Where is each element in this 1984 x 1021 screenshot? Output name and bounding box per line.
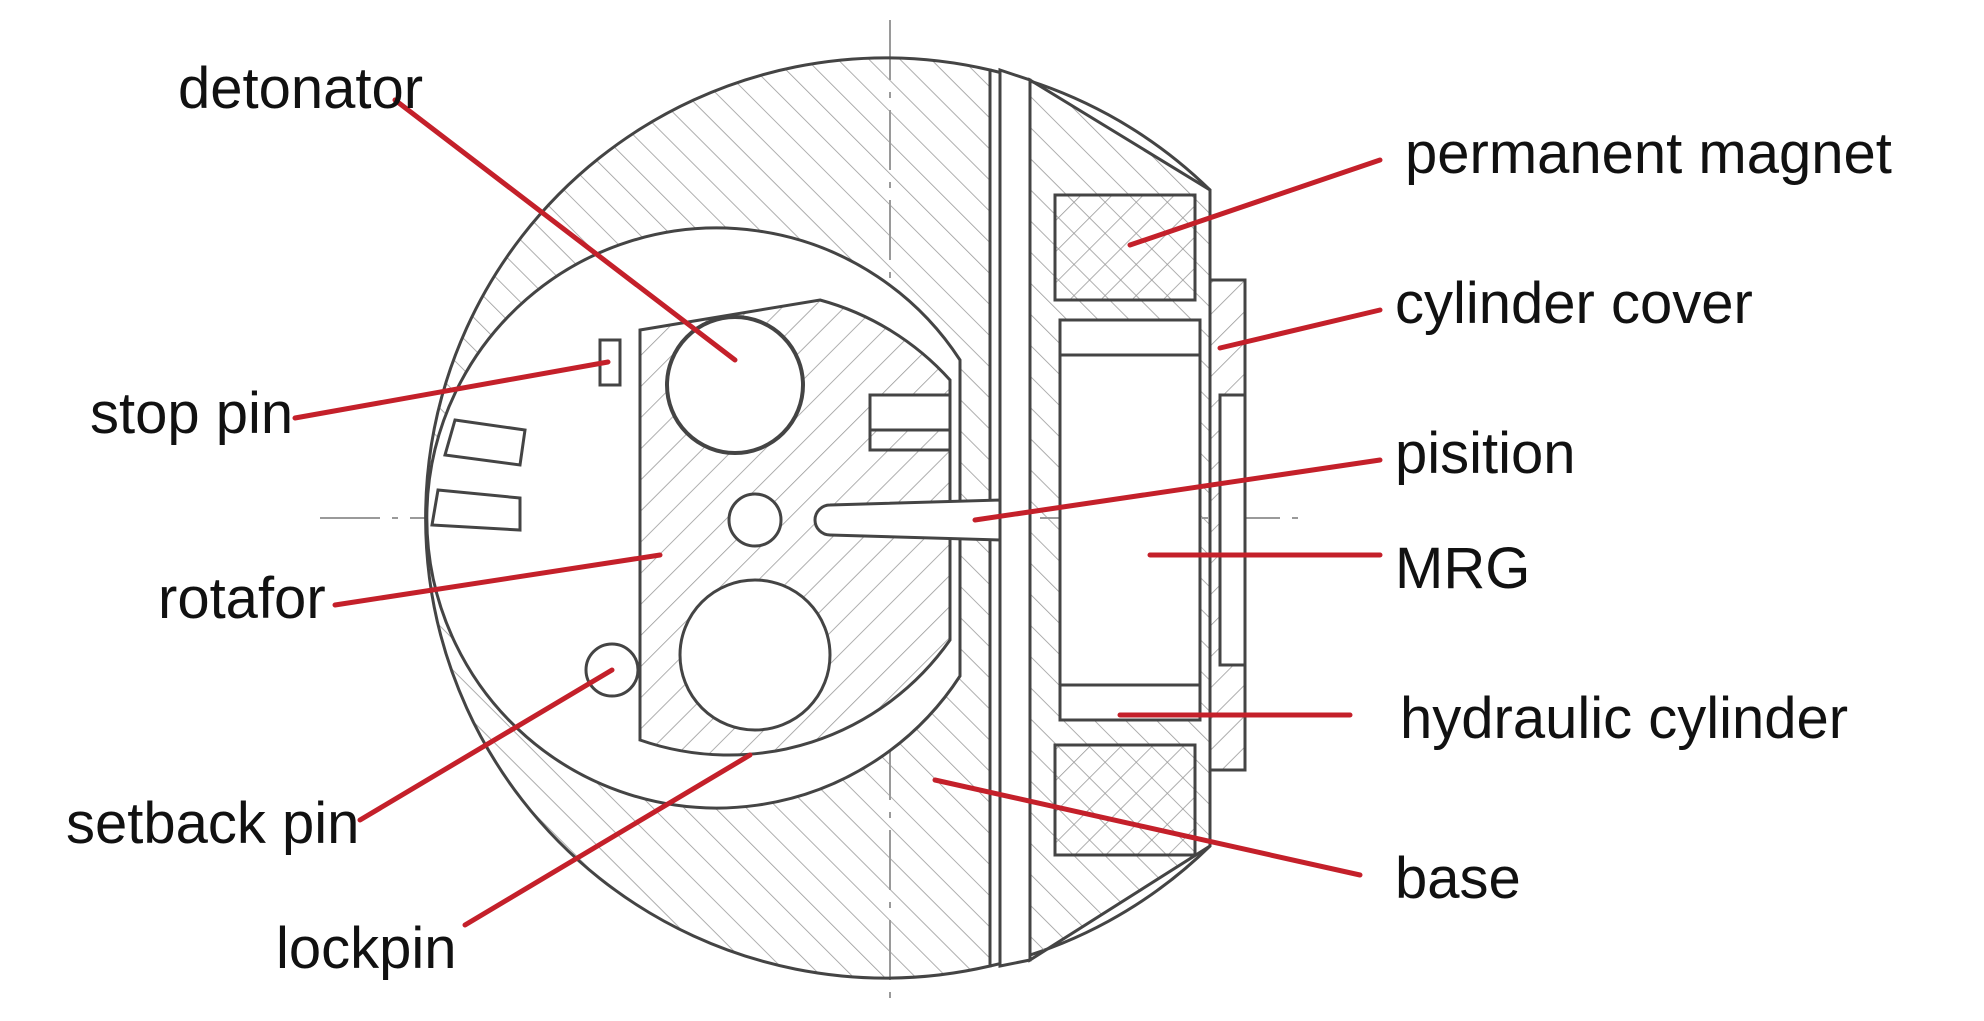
- leader-rotafor: [332, 552, 663, 608]
- label-pisition: pisition: [1395, 421, 1576, 486]
- permanent-magnet-lower: [1053, 743, 1197, 857]
- mrg-inlet-top: [1058, 318, 1202, 357]
- label-detonator: detonator: [178, 56, 424, 121]
- cylinder-cover: [1208, 278, 1247, 772]
- leader-permanent-magnet: [1127, 157, 1383, 248]
- label-rotafor: rotafor: [158, 566, 326, 631]
- label-cylinder-cover: cylinder cover: [1395, 271, 1753, 336]
- leader-lockpin: [462, 752, 753, 928]
- detonator-bore: [665, 315, 805, 455]
- leader-pisition: [972, 457, 1383, 523]
- label-base: base: [1395, 846, 1521, 911]
- leader-cylinder-cover: [1217, 307, 1383, 351]
- mrg-chamber: [1058, 353, 1202, 687]
- center-hole: [727, 492, 783, 548]
- leader-stop-pin: [292, 359, 611, 421]
- rotor-notch: [868, 393, 952, 432]
- label-mrg: MRG: [1395, 536, 1531, 601]
- leader-base: [932, 777, 1363, 878]
- label-lockpin: lockpin: [276, 916, 457, 981]
- leader-lines: [292, 97, 1383, 928]
- lock-pin: [813, 498, 1002, 542]
- label-permanent-magnet: permanent magnet: [1405, 121, 1892, 186]
- lower-bore: [678, 578, 832, 732]
- leader-setback-pin: [357, 667, 615, 823]
- permanent-magnet-upper: [1053, 193, 1197, 302]
- label-setback-pin: setback pin: [66, 791, 360, 856]
- label-hydraulic-cylinder: hydraulic cylinder: [1400, 686, 1849, 751]
- leader-detonator: [392, 97, 738, 363]
- label-stop-pin: stop pin: [90, 381, 294, 446]
- side-slots: [430, 418, 527, 532]
